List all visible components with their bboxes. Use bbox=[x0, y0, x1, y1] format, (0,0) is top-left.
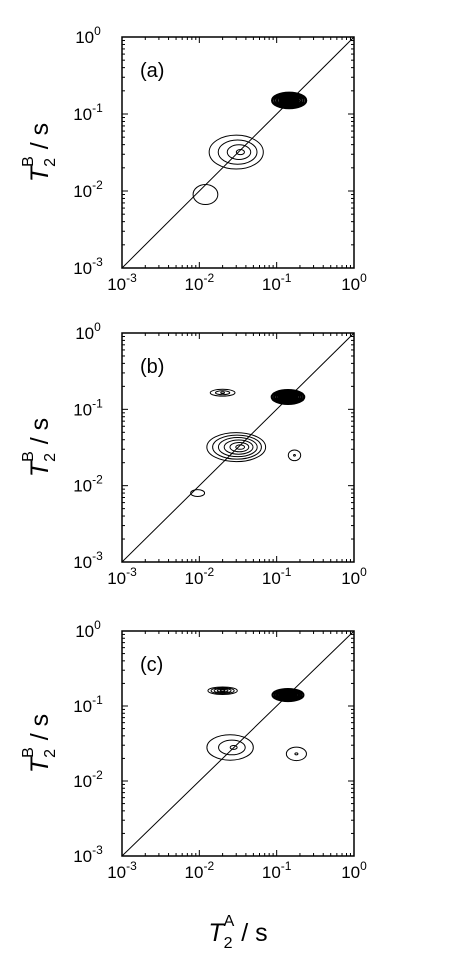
contour-peak bbox=[207, 686, 238, 695]
contour-peak bbox=[192, 184, 219, 206]
contour-ring bbox=[209, 388, 236, 397]
x-tick-label: 10-3 bbox=[107, 859, 137, 882]
plot-frame bbox=[121, 332, 355, 563]
x-tick-label: 10-1 bbox=[262, 271, 292, 294]
contour-ring bbox=[207, 686, 238, 695]
y-tick-label: 10-1 bbox=[73, 101, 103, 124]
y-tick-label: 100 bbox=[75, 320, 101, 343]
contour-ring bbox=[214, 390, 231, 396]
panel-label: (b) bbox=[140, 356, 164, 378]
contour-ring bbox=[287, 449, 302, 462]
diagonal-line bbox=[122, 333, 354, 562]
contour-ring bbox=[217, 437, 258, 458]
x-tick-label: 100 bbox=[341, 859, 367, 882]
y-tick-label: 10-2 bbox=[73, 473, 103, 496]
contour-ring bbox=[293, 453, 296, 457]
contour-peak bbox=[270, 389, 306, 405]
contour-ring bbox=[235, 444, 246, 450]
contour-ring bbox=[192, 184, 219, 206]
x-tick-label: 10-3 bbox=[107, 271, 137, 294]
panel-label: (a) bbox=[140, 60, 164, 82]
y-axis-label: T2B / s bbox=[20, 714, 59, 773]
plot-frame bbox=[121, 36, 355, 269]
contour-peak bbox=[287, 449, 302, 462]
contour-ring bbox=[229, 441, 250, 453]
y-tick-label: 10-3 bbox=[73, 549, 103, 572]
diagonal-line bbox=[122, 37, 354, 268]
contour-peak bbox=[206, 734, 254, 761]
y-tick-label: 100 bbox=[75, 24, 101, 47]
contour-ring bbox=[223, 439, 254, 455]
y-tick-label: 10-3 bbox=[73, 255, 103, 278]
contour-core bbox=[279, 96, 299, 105]
y-tick-label: 100 bbox=[75, 618, 101, 641]
contour-peak bbox=[208, 134, 264, 170]
contour-ring bbox=[206, 734, 254, 761]
y-tick-label: 10-2 bbox=[73, 178, 103, 201]
x-axis-label: T2A / s bbox=[208, 913, 267, 952]
contour-ring bbox=[294, 752, 299, 756]
contour-ring bbox=[217, 139, 258, 165]
contour-ring bbox=[226, 144, 252, 160]
contour-peak bbox=[285, 746, 307, 762]
y-axis-label: T2B / s bbox=[20, 123, 59, 182]
contour-ring bbox=[212, 434, 262, 460]
diagonal-line bbox=[122, 631, 354, 856]
contour-ring bbox=[219, 689, 226, 692]
contour-peak bbox=[271, 687, 305, 703]
y-tick-label: 10-1 bbox=[73, 693, 103, 716]
ticks bbox=[121, 332, 355, 563]
contour-ring bbox=[218, 739, 246, 756]
plot-area bbox=[122, 631, 354, 856]
plot-area bbox=[122, 333, 354, 562]
x-tick-label: 10-1 bbox=[262, 565, 292, 588]
contour-ring bbox=[206, 432, 267, 463]
x-tick-label: 10-2 bbox=[185, 859, 215, 882]
x-tick-label: 100 bbox=[341, 271, 367, 294]
ticks bbox=[121, 36, 355, 269]
contour-ring bbox=[213, 688, 232, 694]
panel-label: (c) bbox=[140, 654, 163, 676]
contour-ring bbox=[190, 489, 206, 497]
contour-ring bbox=[220, 391, 225, 395]
contour-ring bbox=[229, 745, 238, 750]
x-tick-label: 10-2 bbox=[185, 565, 215, 588]
contour-ring bbox=[210, 687, 235, 695]
y-tick-label: 10-2 bbox=[73, 768, 103, 791]
x-tick-label: 10-2 bbox=[185, 271, 215, 294]
contour-peak bbox=[206, 432, 267, 463]
plot-frame bbox=[121, 630, 355, 857]
x-tick-label: 10-1 bbox=[262, 859, 292, 882]
contour-peak bbox=[271, 91, 308, 110]
x-tick-label: 10-3 bbox=[107, 565, 137, 588]
panel-1: 10-3 10-2 10-1 100 10-3 10-2 10-1 100 (b) T2B / s bbox=[20, 320, 367, 588]
contour-peak bbox=[190, 489, 206, 497]
contour-core bbox=[279, 691, 297, 699]
contour-peak bbox=[209, 388, 236, 397]
plot-area bbox=[122, 37, 354, 268]
contour-ring bbox=[235, 149, 245, 156]
y-axis-label: T2B / s bbox=[20, 418, 59, 477]
y-tick-label: 10-1 bbox=[73, 396, 103, 419]
y-tick-label: 10-3 bbox=[73, 843, 103, 866]
panel-0: 10-3 10-2 10-1 100 10-3 10-2 10-1 100 (a) T2B / s bbox=[20, 24, 367, 294]
contour-ring bbox=[216, 688, 229, 693]
contour-ring bbox=[208, 134, 264, 170]
contour-core bbox=[279, 393, 297, 401]
ticks bbox=[121, 630, 355, 857]
x-tick-label: 100 bbox=[341, 565, 367, 588]
panel-2: 10-3 10-2 10-1 100 10-3 10-2 10-1 100 (c) T2B / s… bbox=[20, 618, 367, 952]
contour-ring bbox=[285, 746, 307, 762]
